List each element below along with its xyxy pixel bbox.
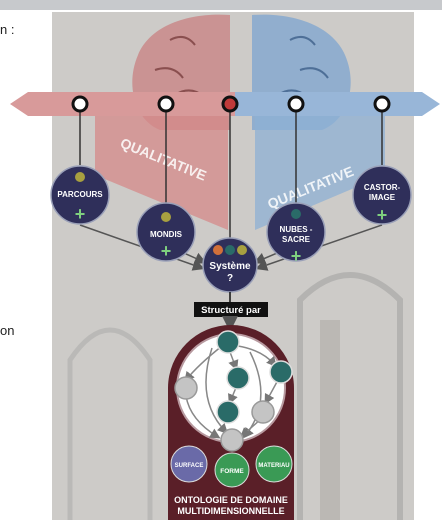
node-nubes-sacre: NUBES - SACRE + bbox=[266, 202, 326, 266]
node-castor-image: CASTOR- IMAGE + bbox=[352, 165, 412, 225]
side-text-top: n : bbox=[0, 22, 15, 37]
structure-label: Structuré par bbox=[201, 305, 261, 316]
systeme-question: ? bbox=[227, 273, 233, 284]
axis-dot-center bbox=[221, 95, 239, 113]
plus-icon: + bbox=[75, 204, 86, 224]
right-qualitative-band bbox=[255, 110, 385, 230]
plus-icon: + bbox=[291, 246, 302, 266]
axis-right-arrow bbox=[235, 92, 440, 116]
graph-node-teal-low bbox=[216, 400, 240, 424]
graph-node-grey-bottom bbox=[220, 428, 244, 452]
graph-node-teal-mid bbox=[226, 366, 250, 390]
parcours-label: PARCOURS bbox=[57, 190, 103, 199]
ontology-title-line2: MULTIDIMENSIONNELLE bbox=[177, 506, 284, 516]
side-text-mid: on bbox=[0, 323, 15, 338]
top-bar bbox=[0, 0, 442, 10]
node-mondis: MONDIS + bbox=[136, 202, 196, 262]
nubes-label-line1: NUBES - bbox=[280, 225, 313, 234]
dimension-surface bbox=[170, 445, 208, 483]
ontology-title-line1: ONTOLOGIE DE DOMAINE bbox=[174, 495, 288, 505]
axis-dot-2 bbox=[157, 95, 175, 113]
castor-label-line2: IMAGE bbox=[369, 193, 396, 202]
structure-label-box bbox=[194, 302, 268, 317]
systeme-label: Système bbox=[209, 261, 251, 272]
graph-node-grey-left bbox=[174, 376, 198, 400]
mondis-label: MONDIS bbox=[150, 230, 183, 239]
graph-node-teal-top bbox=[216, 330, 240, 354]
left-qualitative-band bbox=[95, 110, 228, 230]
node-parcours: PARCOURS + bbox=[50, 165, 110, 225]
castor-label-line1: CASTOR- bbox=[364, 183, 401, 192]
axis-dot-5 bbox=[373, 95, 391, 113]
dimension-materiau bbox=[255, 445, 293, 483]
axis-dot-1 bbox=[71, 95, 89, 113]
plus-icon: + bbox=[161, 241, 172, 261]
node-systeme: Système ? bbox=[202, 237, 258, 293]
plus-icon: + bbox=[377, 205, 388, 225]
arch-decoration bbox=[67, 272, 403, 520]
dimension-forme bbox=[214, 452, 250, 488]
materiau-label: MATERIAU bbox=[258, 463, 289, 469]
graph-node-teal-right bbox=[269, 360, 293, 384]
forme-label: FORME bbox=[220, 468, 244, 475]
axis-left-arrow bbox=[10, 92, 235, 116]
axis-dot-4 bbox=[287, 95, 305, 113]
surface-label: SURFACE bbox=[175, 463, 204, 469]
nubes-label-line2: SACRE bbox=[282, 235, 311, 244]
graph-node-grey-right bbox=[251, 400, 275, 424]
